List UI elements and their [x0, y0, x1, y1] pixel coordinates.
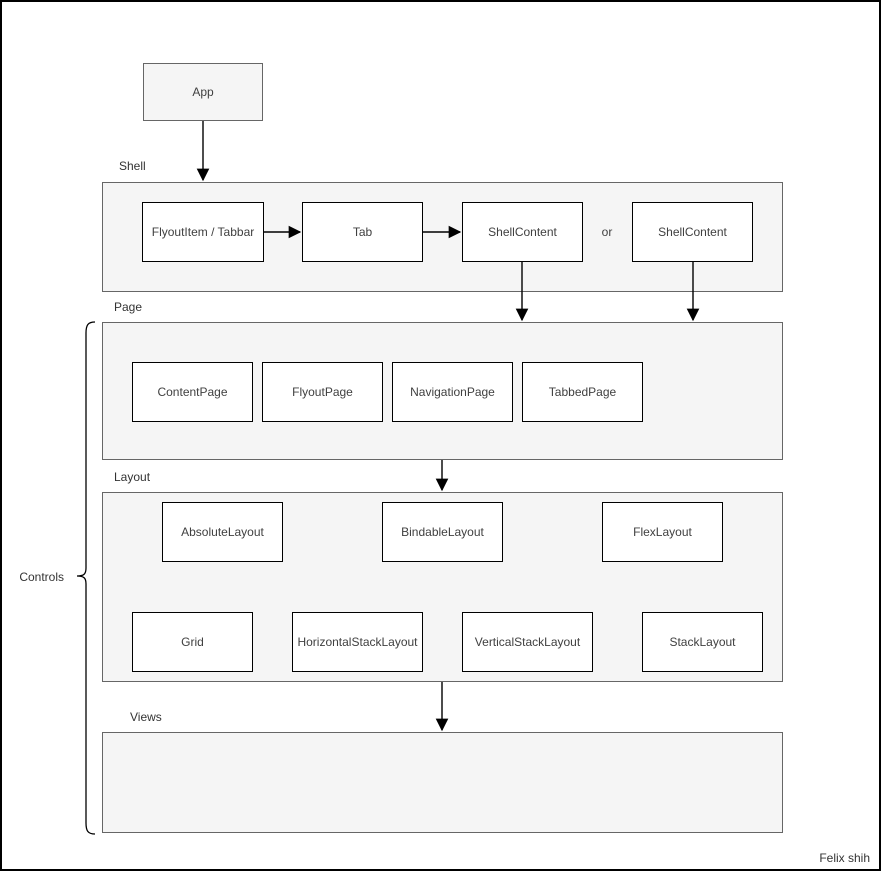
node-absolutelayout-label: AbsoluteLayout	[181, 525, 264, 539]
node-tabbedpage-label: TabbedPage	[548, 385, 617, 399]
node-stacklayout-label: StackLayout	[669, 635, 736, 649]
section-views	[102, 732, 783, 833]
node-stacklayout: StackLayout	[642, 612, 763, 672]
section-label-page: Page	[114, 300, 143, 314]
node-tab-label: Tab	[352, 225, 373, 239]
node-flexlayout-label: FlexLayout	[633, 525, 692, 539]
node-flyoutpage-label: FlyoutPage	[292, 385, 353, 399]
controls-brace	[76, 321, 96, 835]
or-label: or	[601, 225, 613, 239]
node-grid: Grid	[132, 612, 253, 672]
node-app: App	[143, 63, 263, 121]
node-shellcontent-2-label: ShellContent	[658, 225, 727, 239]
credit-text: Felix shih	[819, 851, 870, 865]
node-absolutelayout: AbsoluteLayout	[162, 502, 283, 562]
node-app-label: App	[192, 85, 214, 99]
node-flyoutpage: FlyoutPage	[262, 362, 383, 422]
node-contentpage: ContentPage	[132, 362, 253, 422]
node-navigationpage: NavigationPage	[392, 362, 513, 422]
node-bindablelayout-label: BindableLayout	[401, 525, 484, 539]
section-label-views: Views	[130, 710, 162, 724]
node-flyoutitem-tabbar-label: FlyoutItem / Tabbar	[151, 225, 255, 239]
node-shellcontent-1: ShellContent	[462, 202, 583, 262]
section-label-layout: Layout	[114, 470, 151, 484]
node-grid-label: Grid	[181, 635, 204, 649]
node-tab: Tab	[302, 202, 423, 262]
node-verticalstacklayout: VerticalStackLayout	[462, 612, 593, 672]
node-bindablelayout: BindableLayout	[382, 502, 503, 562]
node-horizontalstacklayout-label: HorizontalStackLayout	[297, 635, 418, 649]
node-tabbedpage: TabbedPage	[522, 362, 643, 422]
section-label-shell: Shell	[119, 159, 146, 173]
node-shellcontent-2: ShellContent	[632, 202, 753, 262]
node-shellcontent-1-label: ShellContent	[488, 225, 557, 239]
node-flyoutitem-tabbar: FlyoutItem / Tabbar	[142, 202, 264, 262]
node-contentpage-label: ContentPage	[157, 385, 228, 399]
controls-brace-label: Controls	[19, 570, 64, 584]
node-horizontalstacklayout: HorizontalStackLayout	[292, 612, 423, 672]
node-navigationpage-label: NavigationPage	[410, 385, 495, 399]
node-verticalstacklayout-label: VerticalStackLayout	[474, 635, 581, 649]
node-flexlayout: FlexLayout	[602, 502, 723, 562]
